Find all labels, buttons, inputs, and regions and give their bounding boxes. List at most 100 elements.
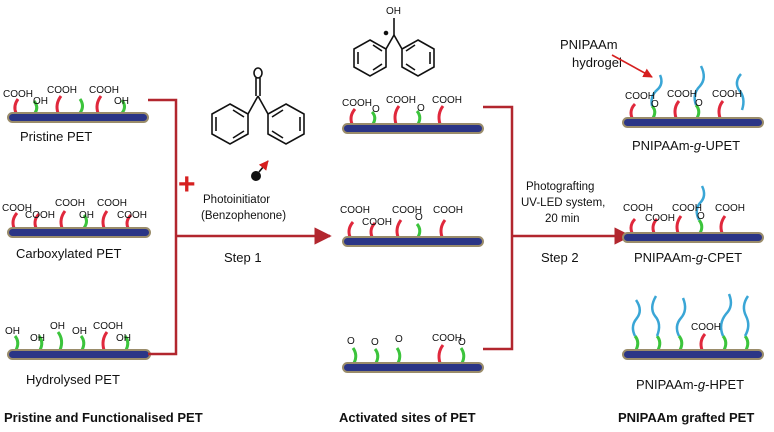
chain [675,215,683,234]
chain [437,344,445,364]
group-label: O [395,334,403,345]
pet-film [7,349,151,360]
group-label: COOH [2,203,32,214]
polymer-brush [675,297,687,337]
chain [37,335,44,351]
hydrogel-label-line2: hydrogel [572,55,622,70]
label-g: g [696,250,704,265]
group-label: COOH [432,333,462,344]
group-label: COOH [362,217,392,228]
group-label: COOH [117,210,147,221]
chain [56,331,64,351]
group-label: COOH [432,95,462,106]
chain [633,335,640,351]
polymer-brush [631,299,641,337]
chain [123,335,130,351]
group-label: OH [50,321,65,332]
hydrolysed-pet-label: Hydrolysed PET [26,372,120,387]
chain [673,100,681,119]
group-label: COOH [386,95,416,106]
chain [33,212,41,229]
group-label: COOH [625,91,655,102]
hydroxyl-label: OH [386,6,401,17]
chain [78,98,84,114]
group-label: OH [72,326,87,337]
group-label: O [372,104,380,115]
pristine-pet-surface: COOH OH COOH COOH OH Pristine PET [3,85,149,144]
chain [694,104,701,119]
pristine-pet-label: Pristine PET [20,129,92,144]
middle-column-title: Activated sites of PET [339,410,476,425]
middle-bracket [483,105,514,351]
chain [95,95,103,114]
benzophenone-label: (Benzophenone) [201,210,286,222]
group-label: COOH [667,89,697,100]
upet-label: PNIPAAm-g-UPET [632,138,740,153]
activated-hydrolysed-surface: O O O COOH O [342,333,484,373]
pet-film [342,123,484,134]
ketyl-radical-structure [353,18,435,77]
carboxylated-pet-label: Carboxylated PET [16,246,122,261]
pet-film [622,232,764,243]
group-label: OH [114,96,129,107]
group-label: COOH [433,205,463,216]
photografting-label: Photografting [526,181,594,193]
chain [395,347,402,364]
group-label: COOH [89,85,119,96]
label-suffix: -HPET [705,377,744,392]
polymer-brush [695,185,706,221]
label-prefix: PNIPAAm- [632,138,694,153]
hydrolysed-pet-surface: OH OH OH OH COOH OH Hydrolysed PET [5,321,151,387]
chain [677,335,684,351]
chain [719,215,727,234]
group-label: O [417,103,425,114]
label-prefix: PNIPAAm- [636,377,698,392]
chain [629,217,637,234]
group-label: O [371,337,379,348]
chain [369,221,377,238]
left-column-title: Pristine and Functionalised PET [4,410,203,425]
chain [11,212,19,229]
chain [415,110,422,125]
group-label: COOH [97,198,127,209]
chain [629,102,637,119]
label-suffix: -UPET [701,138,740,153]
carboxylated-pet-surface: COOH COOH COOH OH COOH COOH Carboxylated… [2,198,151,261]
photoinitiator-icon [251,160,269,181]
chain [13,335,20,351]
label-prefix: PNIPAAm- [634,250,696,265]
group-label: O [651,99,659,110]
pet-film [342,362,484,373]
chain [55,95,63,114]
chain [370,110,377,125]
cpet-surface: COOH COOH COOH O COOH PNIPAAm-g-CPET [622,185,764,265]
chain [651,217,659,234]
polymer-brush [650,74,663,107]
chain [347,221,355,238]
plus-sign: + [178,168,196,201]
hydrogel-pointer-arrow [611,54,653,78]
hydrogel-label-line1: PNIPAAm [560,37,618,52]
chain [415,223,422,238]
chain [101,331,109,351]
chain [721,335,728,351]
polymer-brush [719,293,733,337]
chain [697,219,704,234]
group-label: COOH [712,89,742,100]
group-label: COOH [47,85,77,96]
activated-carboxylated-surface: COOH COOH COOH O COOH [340,205,484,247]
group-label: O [415,212,423,223]
group-label: O [458,337,466,348]
chain [79,335,86,351]
chain [82,214,88,229]
group-label: COOH [623,203,653,214]
group-label: OH [33,96,48,107]
step1-label: Step 1 [224,250,262,265]
step2-label: Step 2 [541,250,579,265]
hpet-surface: COOH PNIPAAm-g-HPET [622,293,764,392]
pet-film [7,227,151,238]
benzophenone-structure [211,67,305,145]
group-label: COOH [715,203,745,214]
chain [650,104,657,119]
